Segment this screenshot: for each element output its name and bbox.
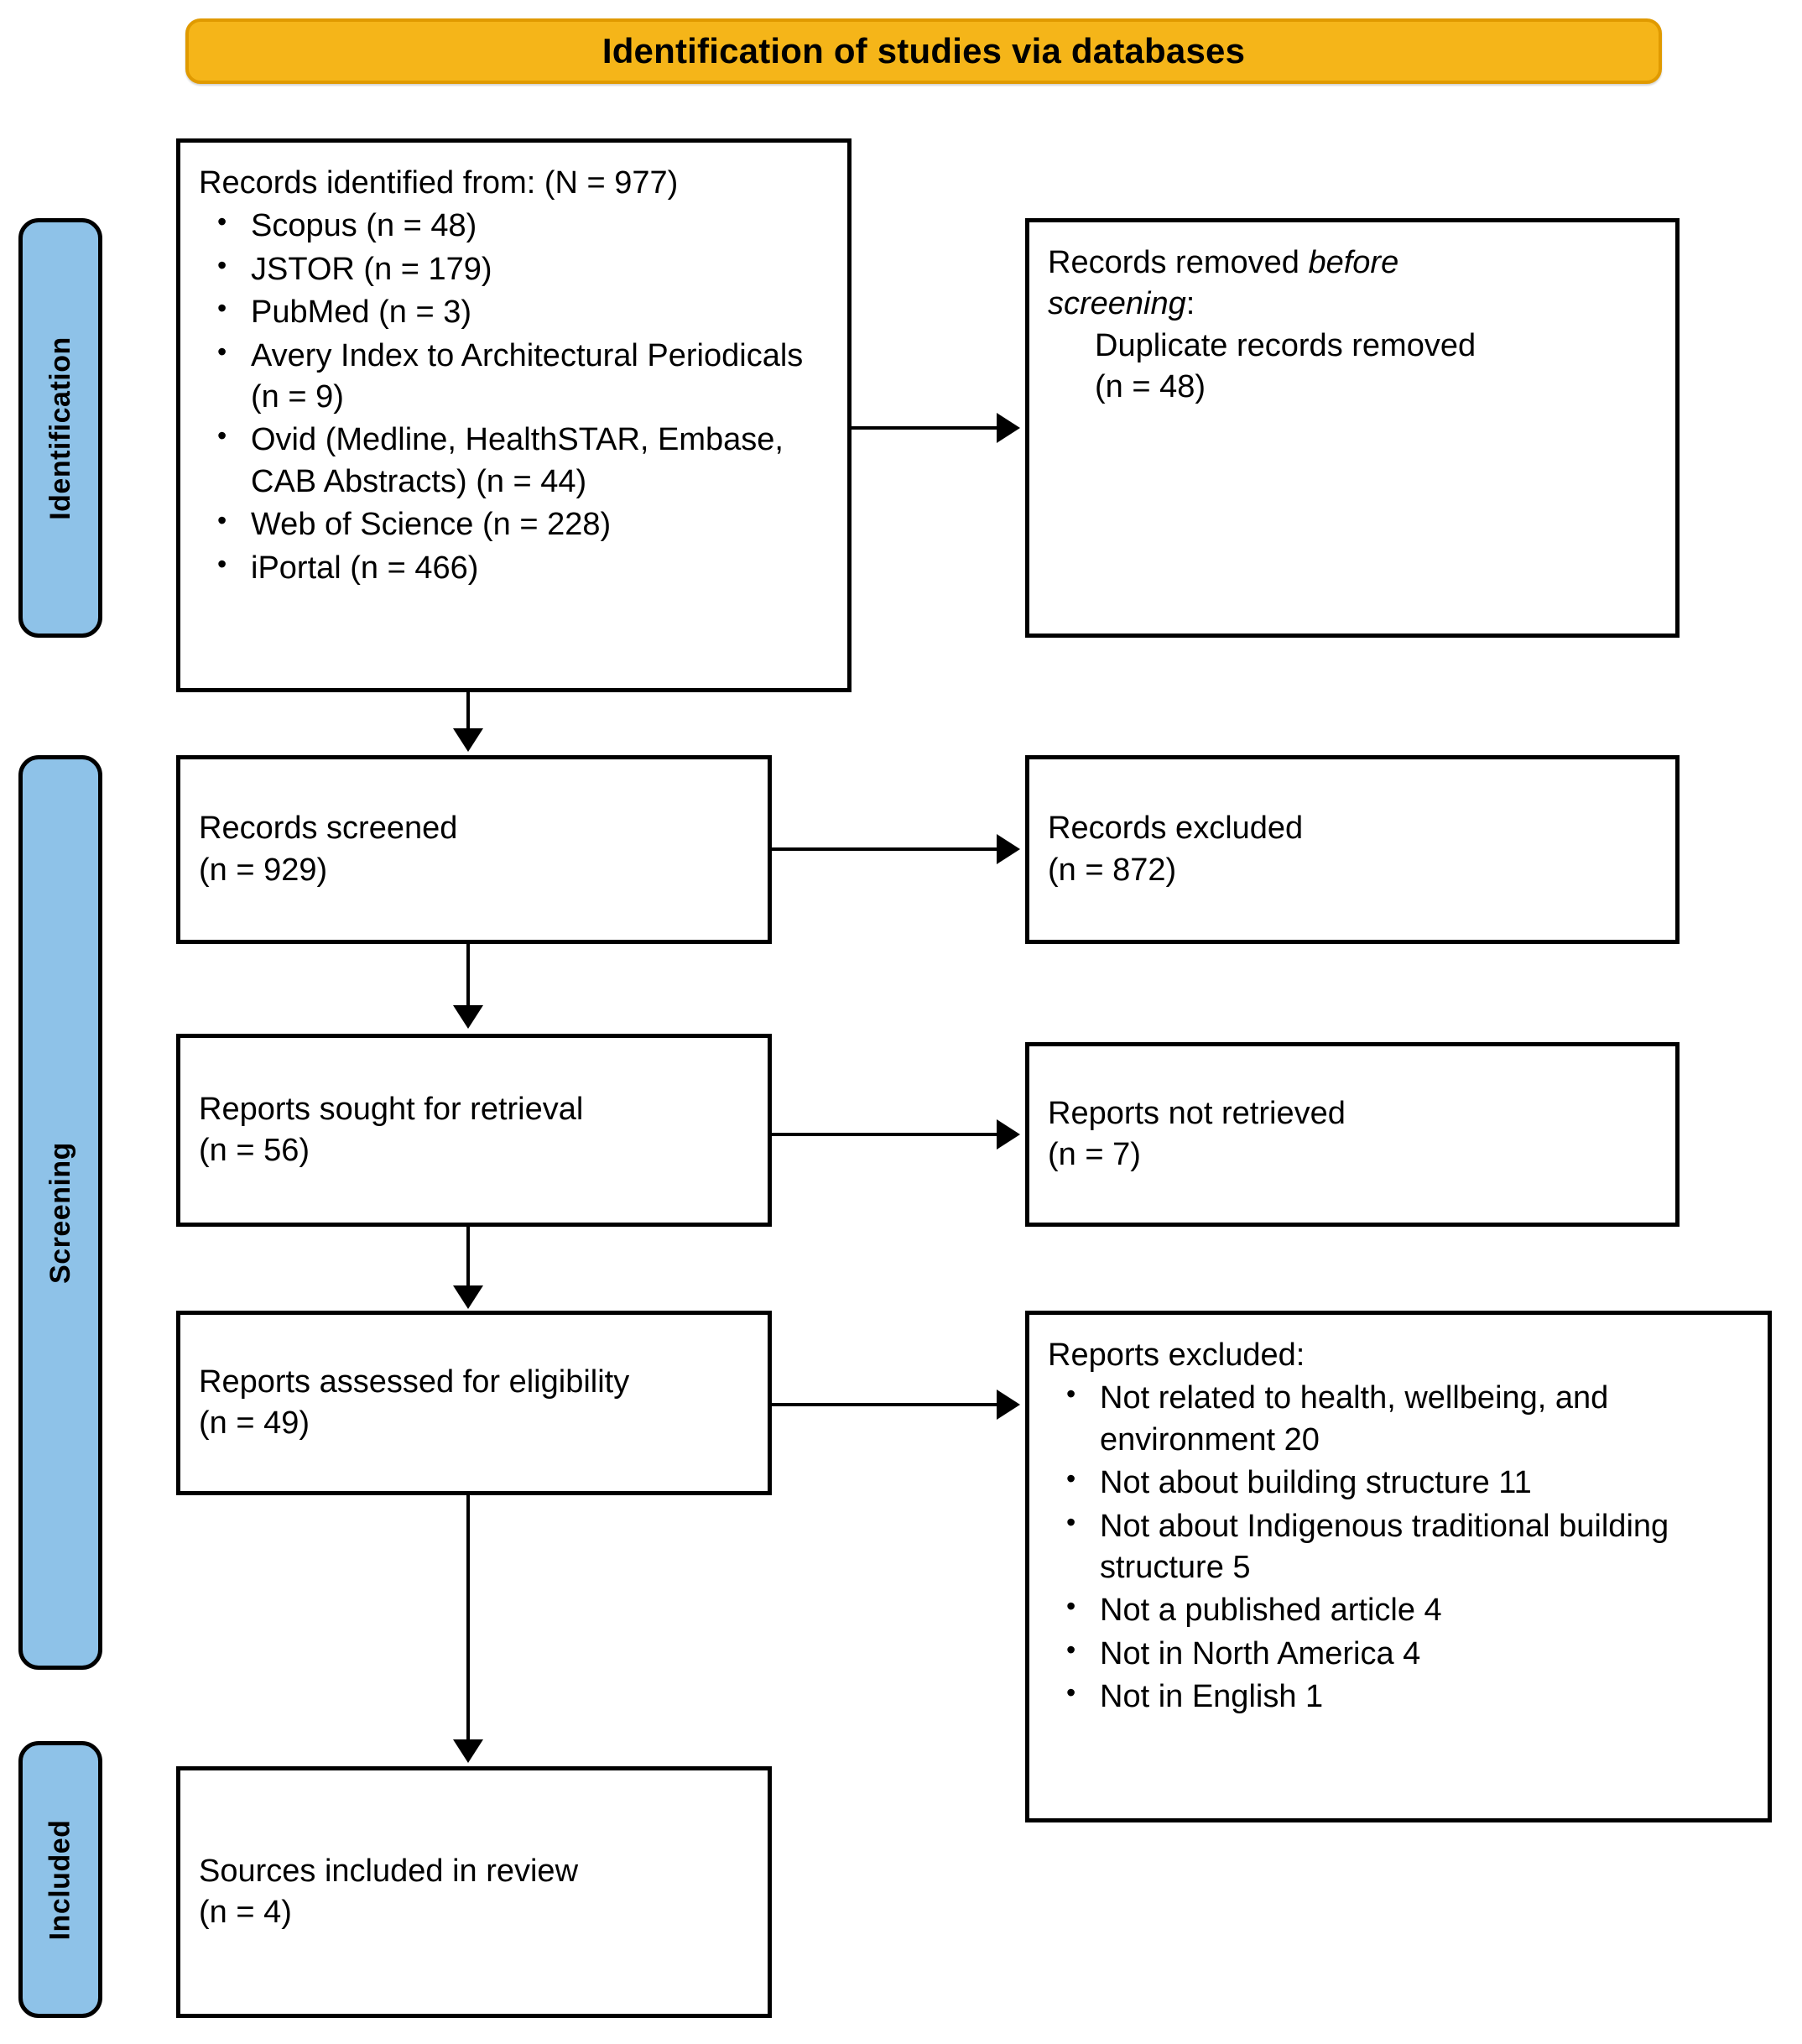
stage-label-identification: Identification [44, 336, 76, 520]
list-item: Not related to health, wellbeing, and en… [1066, 1377, 1749, 1461]
reports-not-retrieved-text: Reports not retrieved (n = 7) [1048, 1095, 1346, 1172]
stage-tab-identification: Identification [18, 218, 102, 638]
list-item: Not in English 1 [1066, 1676, 1749, 1718]
reports-excluded-title: Reports excluded: [1048, 1337, 1305, 1373]
box-records-identified: Records identified from: (N = 977) Scopu… [176, 138, 852, 692]
arrow-down-icon [453, 1739, 483, 1763]
stage-tab-screening: Screening [18, 755, 102, 1670]
connector-sought-to-not-retrieved [772, 1133, 998, 1136]
connector-sought-to-assessed [466, 1227, 470, 1287]
connector-assessed-to-included [466, 1495, 470, 1743]
records-removed-line2-tail: : [1185, 286, 1195, 322]
arrow-right-icon [997, 1390, 1020, 1420]
reports-sought-text: Reports sought for retrieval (n = 56) [199, 1091, 584, 1168]
records-identified-source-list: Scopus (n = 48) JSTOR (n = 179) PubMed (… [199, 205, 829, 589]
records-removed-line2-emphasis: screening [1048, 286, 1186, 322]
list-item: PubMed (n = 3) [217, 291, 829, 333]
arrow-down-icon [453, 1285, 483, 1309]
records-removed-line1: Records removed [1048, 245, 1309, 280]
box-reports-not-retrieved: Reports not retrieved (n = 7) [1025, 1042, 1680, 1227]
box-reports-excluded-reasons: Reports excluded: Not related to health,… [1025, 1311, 1772, 1822]
records-removed-line1-emphasis: before [1308, 245, 1399, 280]
box-records-screened: Records screened (n = 929) [176, 755, 772, 944]
list-item: iPortal (n = 466) [217, 547, 829, 589]
arrow-right-icon [997, 834, 1020, 864]
arrow-right-icon [997, 413, 1020, 443]
records-identified-title: Records identified from: (N = 977) [199, 165, 679, 201]
reports-excluded-reason-list: Not related to health, wellbeing, and en… [1048, 1377, 1749, 1718]
box-records-removed-before-screening: Records removed before screening: Duplic… [1025, 218, 1680, 638]
box-reports-assessed-for-eligibility: Reports assessed for eligibility (n = 49… [176, 1311, 772, 1495]
arrow-down-icon [453, 1005, 483, 1029]
header-banner: Identification of studies via databases [185, 18, 1662, 84]
connector-screened-to-sought [466, 944, 470, 1007]
stage-label-screening: Screening [44, 1141, 76, 1284]
reports-assessed-text: Reports assessed for eligibility (n = 49… [199, 1364, 630, 1441]
box-sources-included-in-review: Sources included in review (n = 4) [176, 1766, 772, 2018]
arrow-down-icon [453, 728, 483, 752]
connector-identified-to-removed [852, 426, 998, 430]
list-item: Not in North America 4 [1066, 1633, 1749, 1675]
connector-screened-to-excluded [772, 847, 998, 851]
box-reports-sought-for-retrieval: Reports sought for retrieval (n = 56) [176, 1034, 772, 1227]
sources-included-text: Sources included in review (n = 4) [199, 1853, 579, 1930]
list-item: Ovid (Medline, HealthSTAR, Embase, CAB A… [217, 419, 829, 503]
list-item: Avery Index to Architectural Periodicals… [217, 335, 829, 419]
stage-label-included: Included [44, 1819, 76, 1940]
connector-assessed-to-reports-excluded [772, 1403, 998, 1406]
connector-identified-to-screened [466, 692, 470, 730]
records-screened-text: Records screened (n = 929) [199, 811, 458, 888]
box-records-excluded: Records excluded (n = 872) [1025, 755, 1680, 944]
stage-tab-included: Included [18, 1741, 102, 2018]
list-item: Not about building structure 11 [1066, 1462, 1749, 1504]
header-title: Identification of studies via databases [602, 31, 1246, 70]
records-excluded-text: Records excluded (n = 872) [1048, 811, 1304, 888]
arrow-right-icon [997, 1119, 1020, 1150]
list-item: Not about Indigenous traditional buildin… [1066, 1505, 1749, 1589]
list-item: Web of Science (n = 228) [217, 503, 829, 545]
list-item: Not a published article 4 [1066, 1589, 1749, 1631]
list-item: JSTOR (n = 179) [217, 248, 829, 290]
list-item: Scopus (n = 48) [217, 205, 829, 247]
duplicate-records-removed: Duplicate records removed (n = 48) [1095, 327, 1476, 405]
